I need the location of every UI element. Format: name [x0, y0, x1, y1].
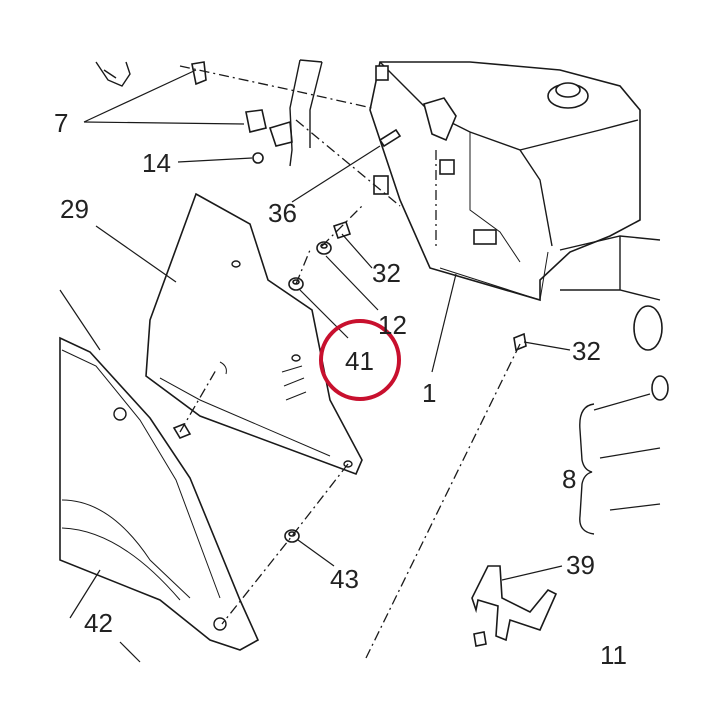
screw-36	[378, 128, 402, 148]
frame-tube-right	[559, 235, 669, 401]
label-11: 11	[600, 640, 627, 670]
screw-panel	[172, 423, 192, 439]
brace-8	[579, 403, 595, 535]
label-8: 8	[562, 464, 576, 494]
label-39: 39	[566, 550, 595, 580]
upper-body-panel-edge	[289, 59, 323, 167]
label-12: 12	[378, 310, 407, 340]
top-left-bracket-fragment	[95, 61, 293, 147]
highlight-ring	[319, 319, 401, 401]
label-29: 29	[60, 194, 89, 224]
label-41: 41	[345, 346, 374, 376]
nut-32-upper	[332, 220, 352, 240]
leader-lines	[59, 69, 661, 663]
fuel-tank-assembly	[369, 61, 641, 302]
grommet-43	[284, 529, 300, 543]
screw-39	[473, 631, 487, 647]
label-36: 36	[268, 198, 297, 228]
label-43: 43	[330, 564, 359, 594]
assembly-dash-lines	[179, 65, 521, 659]
label-42: 42	[84, 608, 113, 638]
lower-fairing	[59, 336, 260, 651]
label-14: 14	[142, 148, 171, 178]
label-1: 1	[422, 378, 436, 408]
label-32-lower: 32	[572, 336, 601, 366]
screw-14	[252, 152, 264, 164]
nut-32-lower	[513, 332, 527, 352]
grommet-12	[316, 241, 332, 255]
label-7: 7	[54, 108, 68, 138]
label-32-upper: 32	[372, 258, 401, 288]
side-cover-panel	[145, 192, 363, 476]
bracket-39	[471, 565, 558, 642]
